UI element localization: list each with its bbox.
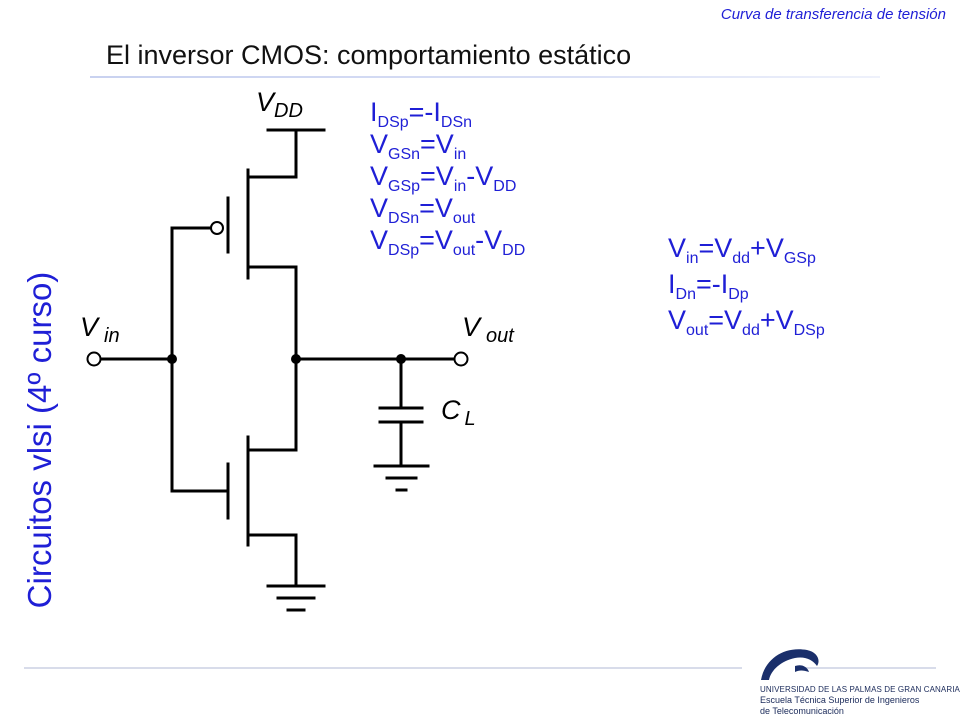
right-equation: IDn=-IDp <box>668 268 825 304</box>
equation-term: V <box>668 305 687 335</box>
equation-term: =V <box>419 225 453 255</box>
slide-title: El inversor CMOS: comportamiento estátic… <box>106 40 632 70</box>
equation-subscript: DSp <box>793 322 825 339</box>
logo-school-name: Escuela Técnica Superior de Ingenieros <box>760 695 920 705</box>
equation-term: =-I <box>408 97 441 127</box>
equation-term: V <box>370 225 389 255</box>
pmos-gate-bubble <box>210 221 224 235</box>
equation-subscript: out <box>452 210 476 227</box>
equation-subscript: DSp <box>388 242 420 259</box>
equation-term: =V <box>420 161 454 191</box>
right-equation: Vin=Vdd+VGSp <box>668 232 825 268</box>
equation-term: -V <box>475 225 503 255</box>
equation-subscript: DD <box>502 242 526 259</box>
equation-subscript: Dp <box>728 286 749 303</box>
input-junction <box>167 354 177 364</box>
output-junction <box>291 354 301 364</box>
equation-term: -V <box>466 161 494 191</box>
equation-term: =-I <box>695 269 729 299</box>
equation-subscript: DSn <box>388 210 420 227</box>
left-equation: VGSn=Vin <box>370 128 525 163</box>
equation-term: =V <box>708 305 743 335</box>
equation-subscript: out <box>686 322 709 339</box>
cap-junction <box>396 354 406 364</box>
title-divider <box>90 76 880 78</box>
equation-subscript: dd <box>742 322 760 339</box>
equation-term: V <box>370 193 389 223</box>
equation-subscript: GSp <box>783 250 816 267</box>
equation-subscript: in <box>453 146 467 163</box>
right-equation: Vout=Vdd+VDSp <box>668 304 825 340</box>
equation-term: +V <box>759 305 794 335</box>
logo-school-name-2: de Telecomunicación <box>760 706 844 716</box>
equation-subscript: out <box>452 242 476 259</box>
left-equation: VDSn=Vout <box>370 192 525 227</box>
equation-term: =V <box>420 129 454 159</box>
equation-subscript: DSp <box>377 114 409 131</box>
footer-divider <box>24 667 742 669</box>
equation-term: I <box>668 269 676 299</box>
equation-term: =V <box>698 233 733 263</box>
vin-terminal <box>86 351 102 367</box>
left-equation: VGSp=Vin-VDD <box>370 160 525 195</box>
university-logo-icon <box>761 649 819 680</box>
equation-subscript: DD <box>493 178 517 195</box>
left-equation: VDSp=Vout-VDD <box>370 224 526 259</box>
equation-term: V <box>370 161 389 191</box>
equation-subscript: DSn <box>440 114 473 131</box>
equation-subscript: GSp <box>388 178 421 195</box>
equation-subscript: in <box>686 250 699 267</box>
equation-subscript: dd <box>732 250 751 267</box>
vout-terminal <box>453 351 469 367</box>
equation-subscript: GSn <box>388 146 421 163</box>
equation-term: V <box>668 233 687 263</box>
university-logo-text: UNIVERSIDAD DE LAS PALMAS DE GRAN CANARI… <box>760 684 960 717</box>
equation-term: +V <box>750 233 784 263</box>
slide-topic: Curva de transferencia de tensión <box>720 6 946 23</box>
equation-subscript: Dn <box>675 286 696 303</box>
equation-term: =V <box>419 193 453 223</box>
equation-term: V <box>370 129 389 159</box>
logo-university-name: UNIVERSIDAD DE LAS PALMAS DE GRAN CANARI… <box>760 685 960 694</box>
vdd-label: VDD <box>256 87 303 122</box>
equation-subscript: in <box>453 178 467 195</box>
footer-divider-right <box>800 667 936 669</box>
equation-term: I <box>370 97 378 127</box>
left-equation: IDSp=-IDSn <box>370 96 525 131</box>
